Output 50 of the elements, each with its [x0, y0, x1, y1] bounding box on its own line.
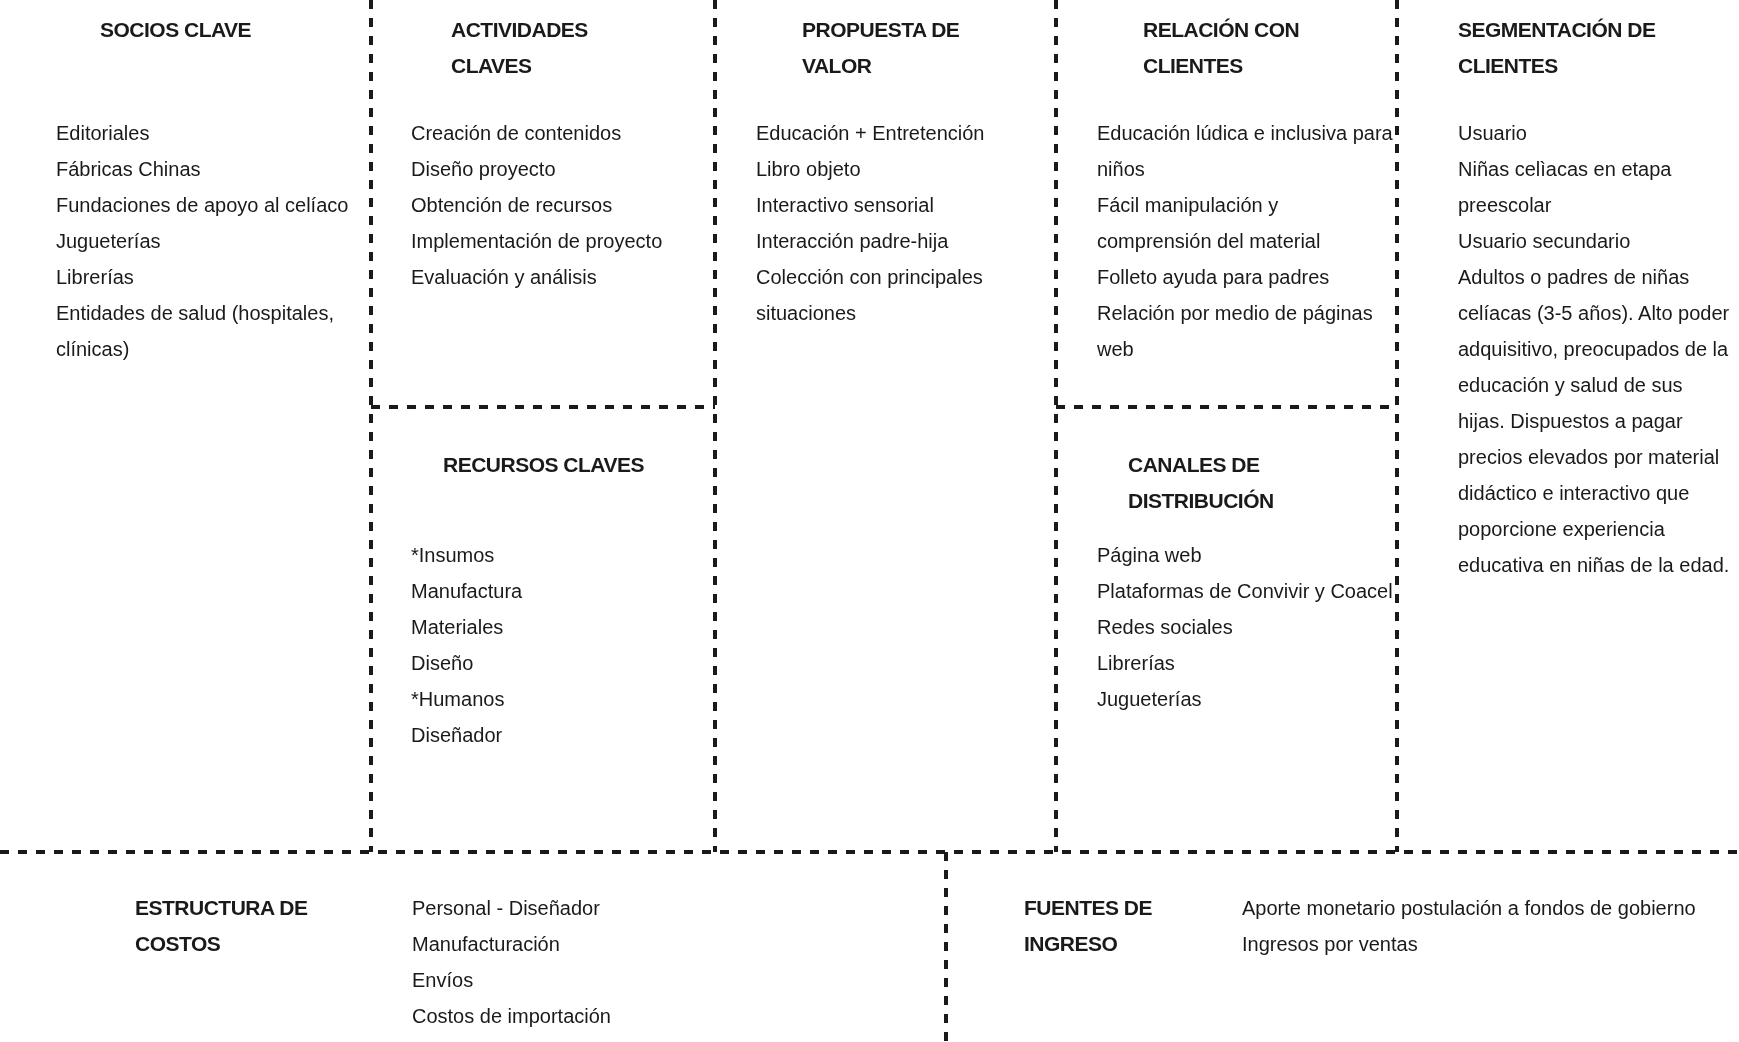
section-heading: SOCIOS CLAVE [100, 17, 253, 43]
list-item: Fábricas Chinas [56, 157, 202, 182]
section-heading: PROPUESTA DE VALOR [802, 17, 961, 79]
section-heading: SEGMENTACIÓN DE CLIENTES [1458, 17, 1657, 79]
list-item: Creación de contenidos [411, 121, 623, 146]
section-heading: ESTRUCTURA DE COSTOS [135, 895, 309, 957]
list-item: Plataformas de Convivir y Coacel [1097, 579, 1393, 604]
list-item: Costos de importación [412, 1004, 612, 1029]
list-item: Relación por medio de páginas web [1097, 301, 1374, 362]
section-heading: CANALES DE DISTRIBUCIÓN [1128, 452, 1275, 514]
section-heading: RELACIÓN CON CLIENTES [1143, 17, 1301, 79]
list-item: *Insumos [411, 543, 496, 568]
list-item: Diseño proyecto [411, 157, 557, 182]
list-item: Personal - Diseñador [412, 896, 601, 921]
list-item: Obtención de recursos [411, 193, 614, 218]
list-item: *Humanos [411, 687, 506, 712]
list-item: Jugueterías [56, 229, 162, 254]
list-item: Educación lúdica e inclusiva para niños [1097, 121, 1393, 182]
list-item: Fundaciones de apoyo al celíaco [56, 193, 350, 218]
list-item: Editoriales [56, 121, 151, 146]
list-item: Diseño [411, 651, 475, 676]
list-item: Usuario secundario [1458, 229, 1632, 254]
list-item: Aporte monetario postulación a fondos de gobierno [1242, 896, 1697, 921]
list-item: Interactivo sensorial [756, 193, 935, 218]
list-item: Fácil manipulación y comprensión del material [1097, 193, 1322, 254]
list-item: Materiales [411, 615, 505, 640]
section-heading: FUENTES DE INGRESO [1024, 895, 1153, 957]
list-item: Colección con principales situaciones [756, 265, 984, 326]
list-item: Usuario [1458, 121, 1528, 146]
list-item: Ingresos por ventas [1242, 932, 1419, 957]
section-heading: ACTIVIDADES CLAVES [451, 17, 589, 79]
list-item: Educación + Entretención [756, 121, 986, 146]
list-item: Niñas celìacas en etapa preescolar [1458, 157, 1673, 218]
list-item: Página web [1097, 543, 1203, 568]
list-item: Evaluación y análisis [411, 265, 598, 290]
list-item: Libro objeto [756, 157, 862, 182]
list-item: Interacción padre-hija [756, 229, 950, 254]
list-item: Redes sociales [1097, 615, 1234, 640]
section-heading: RECURSOS CLAVES [443, 452, 645, 478]
list-item: Implementación de proyecto [411, 229, 664, 254]
list-item: Librerías [1097, 651, 1176, 676]
list-item: Manufactura [411, 579, 524, 604]
list-item: Entidades de salud (hospitales, clínicas) [56, 301, 335, 362]
list-item: Folleto ayuda para padres [1097, 265, 1331, 290]
list-item: Adultos o padres de niñas celíacas (3-5 años). Alto poder adquisitivo, preocupados de la educación y salud de sus hijas. Dispuestos a pagar precios elevados por material didáctico e interactivo que poporcione experiencia educativa en niñas de la edad. [1458, 265, 1730, 578]
list-item: Manufacturación [412, 932, 561, 957]
list-item: Jugueterías [1097, 687, 1203, 712]
list-item: Librerías [56, 265, 135, 290]
list-item: Diseñador [411, 723, 504, 748]
list-item: Envíos [412, 968, 475, 993]
